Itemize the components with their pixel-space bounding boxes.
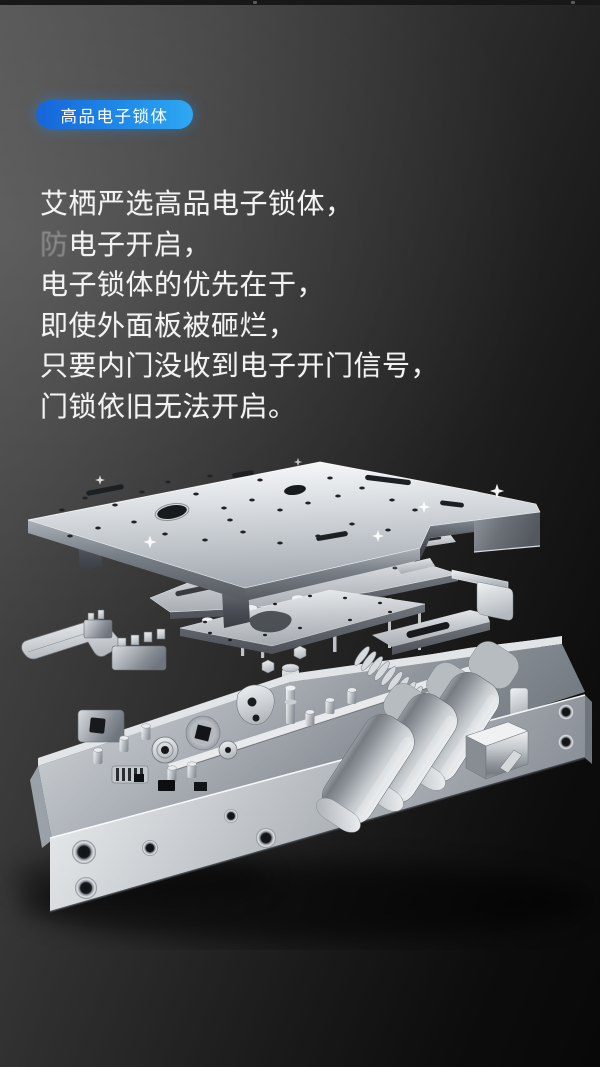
top-strip [0, 0, 600, 5]
copy-line-3: 电子锁体的优先在于， [40, 269, 326, 300]
lock-exploded-render [0, 450, 600, 950]
copy-line-5: 只要内门没收到电子开门信号， [40, 350, 440, 381]
marketing-copy: 艾栖严选高品电子锁体， 防电子开启， 电子锁体的优先在于， 即使外面板被砸烂， … [40, 184, 439, 427]
copy-line-6: 门锁依旧无法开启。 [40, 390, 297, 422]
top-cover-plate [27, 457, 541, 628]
top-strip-tick [253, 1, 257, 4]
badge-label: 高品电子锁体 [60, 107, 169, 126]
latch-bolt [465, 721, 529, 780]
copy-line-2-faint-char: 防 [40, 228, 69, 260]
copy-line-1: 艾栖严选高品电子锁体， [40, 188, 354, 219]
category-badge: 高品电子锁体 [36, 100, 193, 129]
copy-line-4: 即使外面板被砸烂， [40, 309, 297, 341]
top-strip-tick [571, 1, 575, 4]
copy-line-2: 防电子开启， [40, 228, 212, 260]
